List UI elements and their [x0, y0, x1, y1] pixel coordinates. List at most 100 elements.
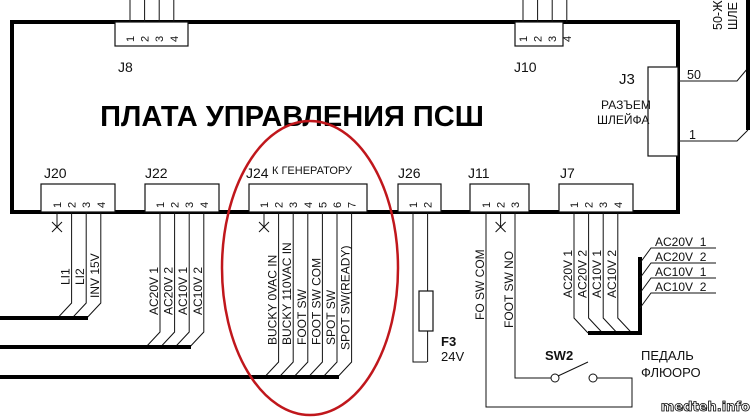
j8-label: J8 — [118, 59, 133, 75]
j11-label: J11 — [468, 165, 490, 181]
j20-wire — [71, 212, 87, 319]
j11-pin-1: 1 — [481, 202, 493, 208]
j24-wire — [337, 212, 353, 378]
j10-pin-3: 3 — [547, 36, 559, 42]
j8-pin-4: 4 — [169, 36, 181, 42]
j24-wire-label: SPOT SW(READY) — [339, 246, 353, 350]
j8-pin-3: 3 — [154, 36, 166, 42]
fuse-f3 — [418, 290, 434, 332]
no-connect-icon — [258, 212, 270, 233]
no-connect-icon — [495, 212, 506, 233]
j24-pin-3: 3 — [288, 202, 300, 208]
j24-pin-1: 1 — [259, 202, 271, 208]
j24-wire — [308, 212, 323, 378]
j24-wire-label: FOOT SW — [295, 289, 309, 345]
j22-wire — [189, 212, 205, 348]
j20-connector — [40, 183, 116, 213]
j20-pin-3: 3 — [81, 202, 93, 208]
j7-connector — [558, 183, 634, 213]
j22-label: J22 — [145, 165, 168, 181]
j11-wire-label: FO SW COM — [473, 249, 487, 320]
fuse-rating: 24V — [441, 349, 464, 364]
j7-pin-4: 4 — [613, 202, 625, 208]
j24-pin-2: 2 — [274, 202, 286, 208]
j8-connector — [114, 21, 189, 47]
j7-wire — [573, 212, 589, 334]
j7-label: J7 — [560, 165, 575, 181]
j22-wire-label: AC20V 2 — [162, 267, 176, 315]
j3-pin-50: 50 — [687, 68, 701, 82]
switch-name: SW2 — [545, 348, 573, 363]
j22-wire-label: AC10V 2 — [191, 267, 205, 315]
j7-wire-label: AC20V 2 — [576, 250, 590, 298]
j24-wire — [264, 212, 280, 378]
j20-pin-1: 1 — [52, 202, 64, 208]
switch-desc-2: ФЛЮОРО — [641, 365, 701, 380]
cable-label-1: 50-Ж — [711, 0, 725, 30]
j24-wire — [278, 212, 294, 378]
j22-pin-2: 2 — [170, 202, 182, 208]
j22-wire — [160, 212, 176, 348]
j24-label: J24 — [246, 165, 269, 181]
j24-wire — [322, 212, 338, 378]
j7-wire — [588, 212, 603, 334]
j11-pin-3: 3 — [510, 202, 522, 208]
j3-wires — [678, 67, 749, 142]
j24-pin-5: 5 — [317, 202, 329, 208]
j8-pin-1: 1 — [125, 36, 137, 42]
j7-wire-label: AC10V 2 — [605, 250, 619, 298]
j22-wire — [145, 212, 161, 348]
j11-pin-2: 2 — [496, 202, 508, 208]
j3-pin-1: 1 — [689, 128, 696, 142]
j8-pin-2: 2 — [140, 36, 152, 42]
j3-label: J3 — [619, 71, 635, 88]
switch-contact — [588, 373, 598, 383]
j22-wire-label: AC20V 1 — [147, 267, 161, 315]
j11-wire-label: FOOT SW NO — [502, 251, 516, 328]
j10-pin-1: 1 — [518, 36, 530, 42]
j26-pin-1: 1 — [408, 202, 420, 208]
j24-pin-4: 4 — [303, 202, 315, 208]
j22-wire-label: AC10V 1 — [176, 267, 190, 315]
switch-desc-1: ПЕДАЛЬ — [641, 348, 694, 363]
j7-wire — [617, 212, 633, 334]
j7-bus — [588, 257, 642, 335]
j26-label: J26 — [398, 165, 421, 181]
j20-pin-4: 4 — [96, 202, 108, 208]
j24-wire-label: BUCKY 110VAC IN — [280, 242, 294, 345]
j22-wire — [174, 212, 190, 348]
j22-connector — [144, 183, 220, 213]
j20-wire — [57, 212, 73, 319]
j22-pin-4: 4 — [199, 202, 211, 208]
j20-wire-label: LI2 — [73, 268, 87, 285]
j20-label: J20 — [44, 165, 67, 181]
j24-pin-6: 6 — [332, 202, 344, 208]
j7-pin-2: 2 — [584, 202, 596, 208]
j10-connector — [514, 21, 564, 47]
j20-pin-2: 2 — [67, 202, 79, 208]
j10-pin-4: 4 — [562, 36, 574, 42]
j7-bus-branches — [639, 247, 716, 309]
j24-wire-label: SPOT SW — [324, 289, 338, 345]
highlight-ellipse — [220, 119, 400, 417]
j7-wire-label: AC10V 1 — [590, 250, 604, 298]
j24-pin-7: 7 — [347, 202, 359, 208]
j20-wire-label: LI1 — [59, 268, 73, 285]
j3-desc-line2: ШЛЕЙФА — [597, 112, 649, 127]
j22-pin-3: 3 — [184, 202, 196, 208]
j26-pin-2: 2 — [423, 202, 435, 208]
j10-pin-2: 2 — [533, 36, 545, 42]
j7-pin-1: 1 — [569, 202, 581, 208]
fuse-name: F3 — [441, 334, 456, 349]
switch-wiring — [485, 212, 633, 408]
j7-wire — [602, 212, 618, 334]
j3-desc-line1: РАЗЪЕМ — [601, 98, 651, 112]
generator-note: К ГЕНЕРАТОРУ — [272, 165, 353, 177]
j26-wire — [412, 212, 427, 363]
j20-wire — [86, 212, 102, 319]
j3-connector — [647, 66, 679, 157]
j7-bus-label: AC10V_1 — [655, 265, 707, 279]
j10-label: J10 — [514, 59, 537, 75]
j11-connector — [469, 183, 530, 213]
